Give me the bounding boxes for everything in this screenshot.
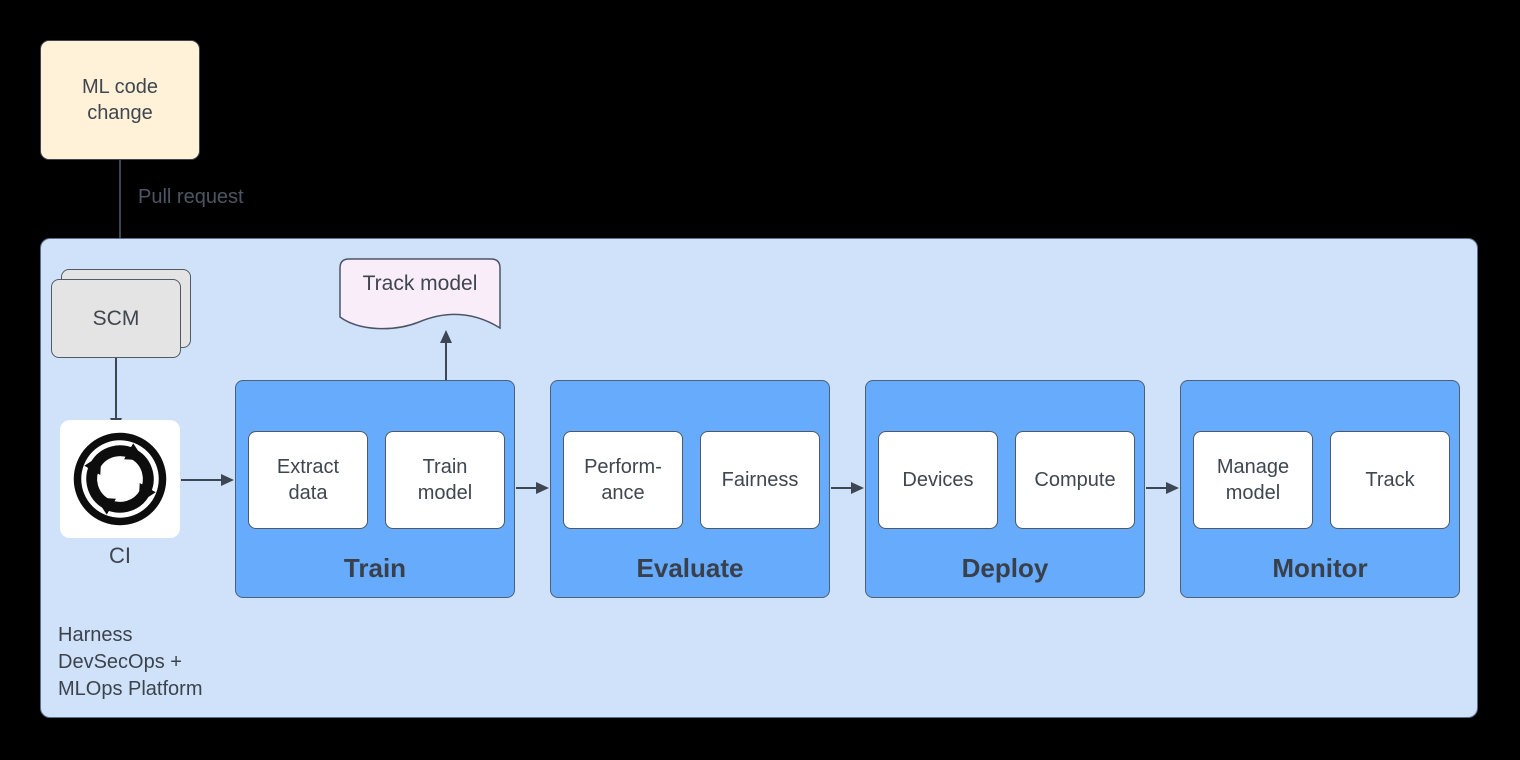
stage-item-track: Track <box>1330 431 1450 529</box>
track-model-label: Track model <box>362 272 478 295</box>
ci-node <box>60 420 180 538</box>
stage-item-train-model: Train model <box>385 431 505 529</box>
track-model-document <box>339 258 501 330</box>
scm-label: SCM <box>92 306 140 330</box>
arrow-train-to-trackmodel-head <box>440 330 452 343</box>
arrow-scm-to-ci-line <box>115 358 117 418</box>
stage-deploy: Devices Compute Deploy <box>865 380 1145 598</box>
stage-train: Extract data Train model Train <box>235 380 515 598</box>
ml-code-change-label: ML code change <box>82 76 158 124</box>
stage-item-fairness: Fairness <box>700 431 820 529</box>
arrow-deploy-to-monitor-head <box>1166 482 1179 494</box>
stage-item-performance: Perform-ance <box>563 431 683 529</box>
arrow-evaluate-to-deploy-line <box>831 487 852 489</box>
stage-title-deploy: Deploy <box>961 553 1049 583</box>
pull-request-label: Pull request <box>138 186 244 208</box>
scm-node: SCM <box>51 279 181 358</box>
arrow-train-to-trackmodel-line <box>445 343 447 380</box>
stage-item-manage-model: Manage model <box>1193 431 1313 529</box>
stage-title-monitor: Monitor <box>1272 553 1368 583</box>
ml-code-change-node: ML code change <box>40 40 200 160</box>
arrow-ci-to-train-head <box>221 474 234 486</box>
stage-evaluate: Perform-ance Fairness Evaluate <box>550 380 830 598</box>
platform-label: Harness DevSecOps + MLOps Platform <box>58 624 203 700</box>
arrow-ci-to-train-line <box>181 479 221 481</box>
arrow-train-to-evaluate-line <box>516 487 537 489</box>
arrow-train-to-evaluate-head <box>536 482 549 494</box>
stage-monitor: Manage model Track Monitor <box>1180 380 1460 598</box>
arrow-mlchange-to-scm-line <box>119 160 121 257</box>
stage-title-train: Train <box>343 553 407 583</box>
stage-item-extract-data: Extract data <box>248 431 368 529</box>
arrow-evaluate-to-deploy-head <box>851 482 864 494</box>
arrow-deploy-to-monitor-line <box>1146 487 1167 489</box>
stage-item-devices: Devices <box>878 431 998 529</box>
stage-item-compute: Compute <box>1015 431 1135 529</box>
stage-title-evaluate: Evaluate <box>636 553 744 583</box>
ci-cycle-icon <box>73 432 167 526</box>
ci-label: CI <box>109 543 131 568</box>
